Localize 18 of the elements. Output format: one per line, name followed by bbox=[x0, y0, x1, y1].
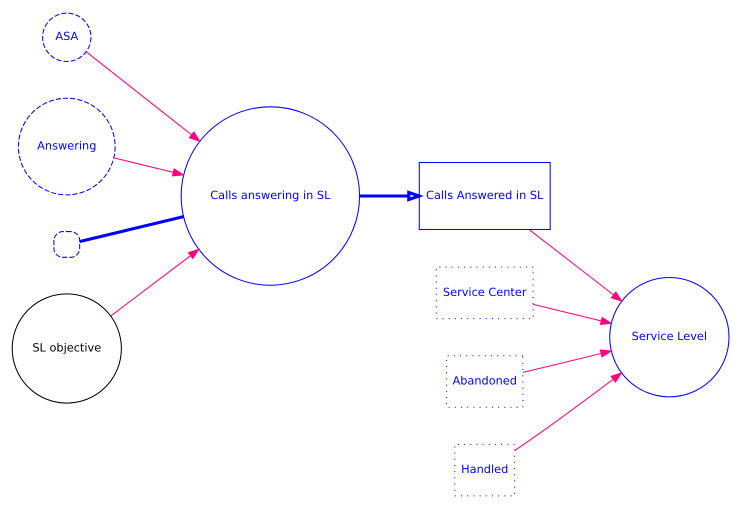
arrow bbox=[533, 303, 613, 325]
node-circle: SL objective bbox=[12, 292, 122, 404]
node-box: Service Center bbox=[436, 266, 534, 319]
connector bbox=[79, 214, 184, 243]
arrow bbox=[529, 228, 623, 302]
arrow bbox=[110, 248, 200, 316]
node-circle: Answering bbox=[18, 97, 116, 195]
arrow bbox=[114, 156, 185, 176]
node-circle: ASA bbox=[42, 12, 92, 62]
arrow bbox=[523, 348, 613, 372]
node-cloud bbox=[53, 230, 80, 258]
node-box: Calls Answered in SL bbox=[418, 162, 551, 230]
arrow bbox=[86, 51, 202, 142]
arrow bbox=[360, 190, 424, 202]
node-box: Abandoned bbox=[446, 354, 524, 408]
arrow bbox=[514, 372, 623, 450]
node-circle: Calls answering in SL bbox=[180, 106, 360, 286]
node-box: Handled bbox=[454, 443, 516, 496]
